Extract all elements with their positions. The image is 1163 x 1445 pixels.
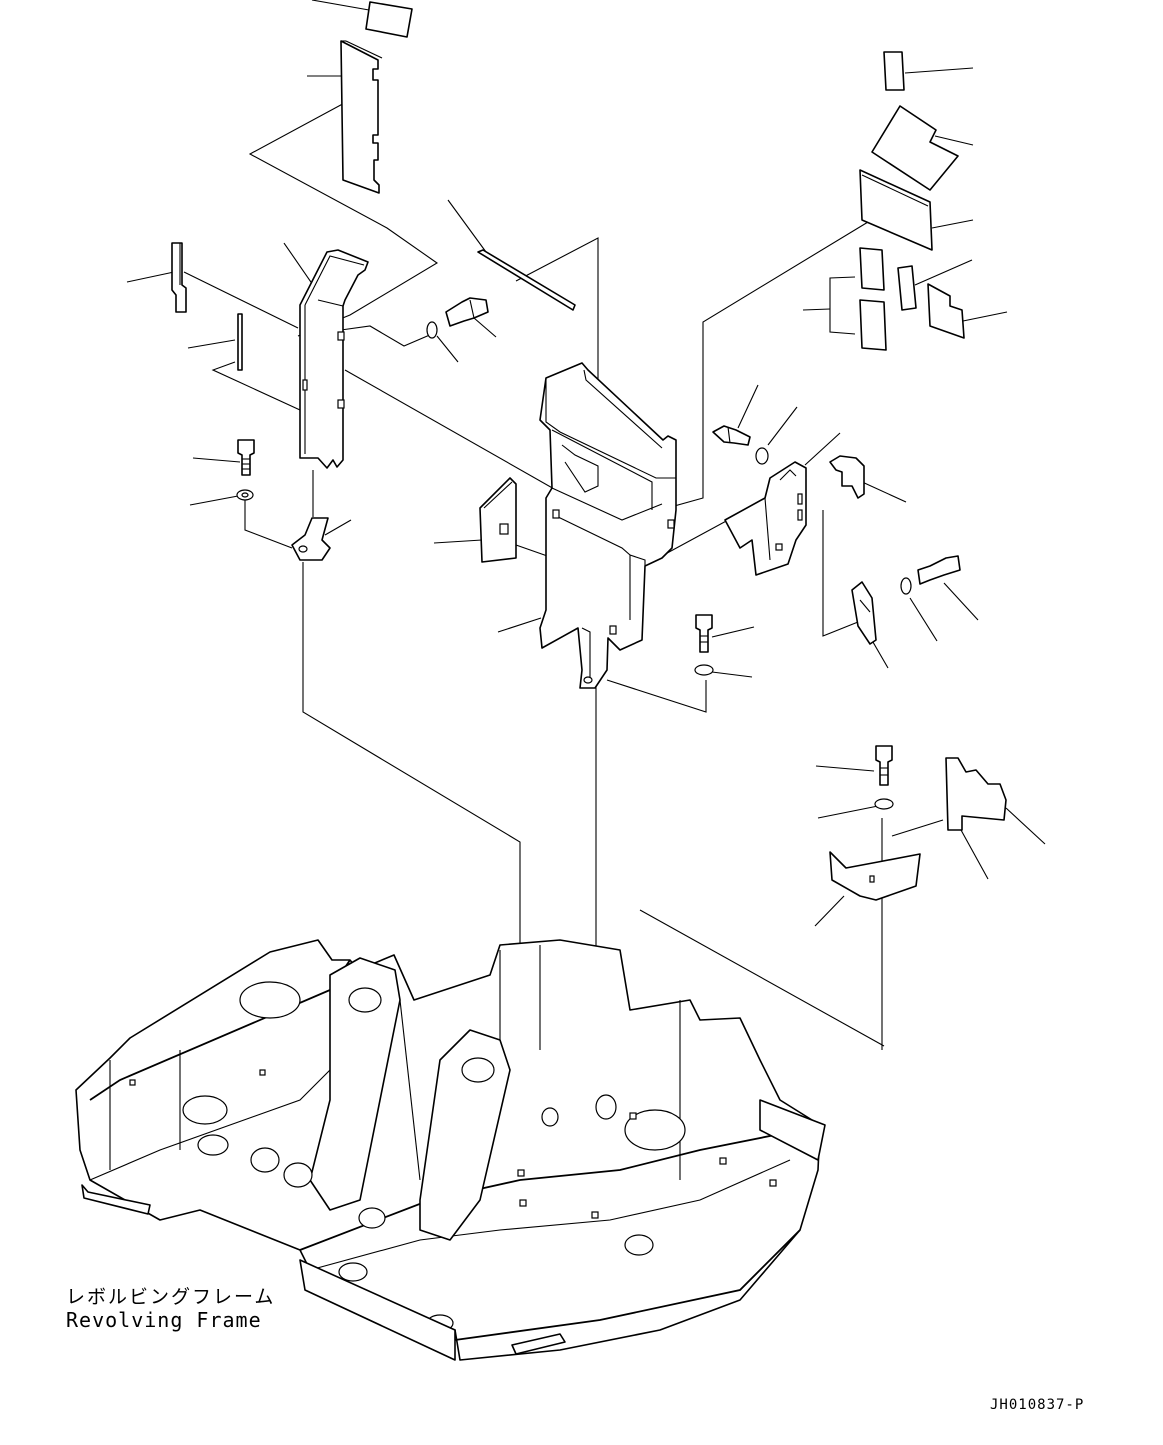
pad-narrow [897, 265, 917, 311]
left-washer [236, 489, 254, 501]
centre-left-plate [479, 477, 517, 563]
frame-label-en: Revolving Frame [66, 1308, 262, 1332]
right-washer-small [900, 577, 912, 595]
pad-notched [927, 283, 965, 339]
left-rod [237, 313, 243, 371]
drawing-code: JH010837-P [990, 1397, 1085, 1413]
revolving-frame [75, 939, 826, 1361]
lower-right-block [945, 757, 1007, 831]
pad-folded [871, 105, 959, 191]
centre-washer [694, 664, 714, 676]
upper-left-panel [340, 1, 413, 194]
angled-bolt [445, 297, 489, 327]
right-small-bracket [851, 581, 877, 645]
frame-label-jp: レボルビングフレーム [66, 1286, 276, 1308]
angled-washer [426, 321, 438, 339]
left-bracket-strip [171, 242, 187, 313]
right-bracket [724, 461, 807, 576]
centre-bolt [695, 614, 713, 653]
pad-group-bracket [829, 276, 856, 335]
pad-stack-1 [859, 247, 885, 291]
pad-large [859, 169, 933, 251]
seal-strip [477, 249, 576, 311]
right-clip [829, 455, 865, 499]
right-washer [755, 447, 769, 465]
centre-cover [539, 362, 677, 689]
lower-right-washer [874, 798, 894, 810]
left-bolt [237, 439, 255, 476]
pad-small [883, 51, 905, 91]
frame-mount-points [129, 1069, 777, 1219]
right-bolt-long [917, 555, 961, 585]
right-angled-bolt [712, 425, 751, 446]
leader-lines [126, 0, 1046, 927]
left-vertical-cover [299, 249, 369, 469]
lower-right-cover [829, 851, 921, 901]
pad-stack-2 [859, 299, 887, 351]
left-clamp [291, 517, 331, 561]
lower-right-bolt [875, 745, 893, 786]
